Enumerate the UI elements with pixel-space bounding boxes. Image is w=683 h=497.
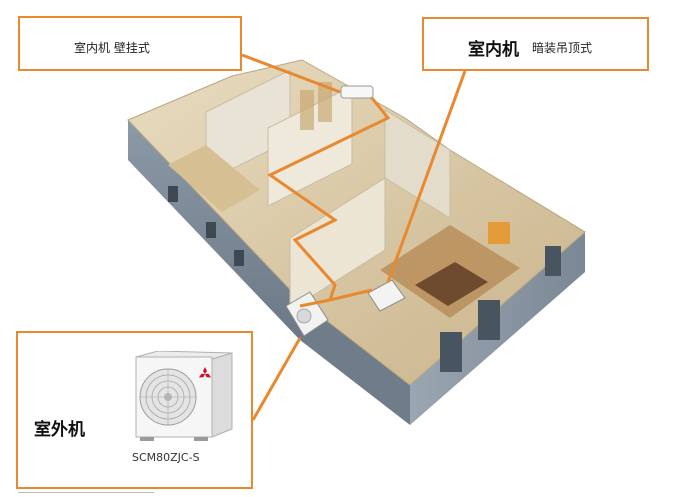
refrigerant-pipe-2 <box>329 288 373 302</box>
window-left-3 <box>234 250 244 266</box>
rug <box>415 262 488 306</box>
bottom-divider <box>18 492 154 493</box>
wall-panel-1 <box>300 90 314 130</box>
outdoor-unit-product-image <box>135 351 233 441</box>
window-left-1 <box>168 186 178 202</box>
outdoor-unit-model <box>285 291 329 337</box>
bedroom-floor <box>168 145 260 212</box>
front-exterior-wall <box>300 300 410 425</box>
leader-outdoor-unit <box>251 337 302 421</box>
callout-indoor-ceiling-title: 室内机 <box>468 40 519 60</box>
building <box>127 59 586 425</box>
callout-outdoor-title: 室外机 <box>34 420 85 440</box>
indoor-wall-unit <box>340 85 374 99</box>
outdoor-model-number: SCM80ZJC-S <box>132 451 200 464</box>
callout-indoor-ceiling-subtitle: 暗装吊顶式 <box>532 41 593 55</box>
window-right-3 <box>545 246 561 276</box>
partition-wall-4 <box>289 177 386 311</box>
leader-wall-unit <box>241 53 341 94</box>
indoor-ceiling-unit <box>367 279 406 312</box>
callout-indoor-wall: 室内机 壁挂式 <box>18 16 242 71</box>
leader-ceiling-unit <box>386 70 467 283</box>
three-diamond-logo-icon <box>198 367 212 378</box>
callout-indoor-wall-label: 室内机 壁挂式 <box>74 41 150 55</box>
window-right-2 <box>478 300 500 340</box>
fireplace <box>488 222 510 244</box>
callout-leaders <box>241 53 467 421</box>
wall-panel-2 <box>318 82 332 122</box>
partition-wall-3 <box>384 109 451 219</box>
callout-indoor-ceiling: 室内机 暗装吊顶式 <box>422 17 649 71</box>
window-right-1 <box>440 332 462 372</box>
window-left-2 <box>206 222 216 238</box>
refrigerant-pipe <box>267 97 391 308</box>
callout-outdoor: 室外机 SCM80ZJC-S <box>16 331 253 489</box>
